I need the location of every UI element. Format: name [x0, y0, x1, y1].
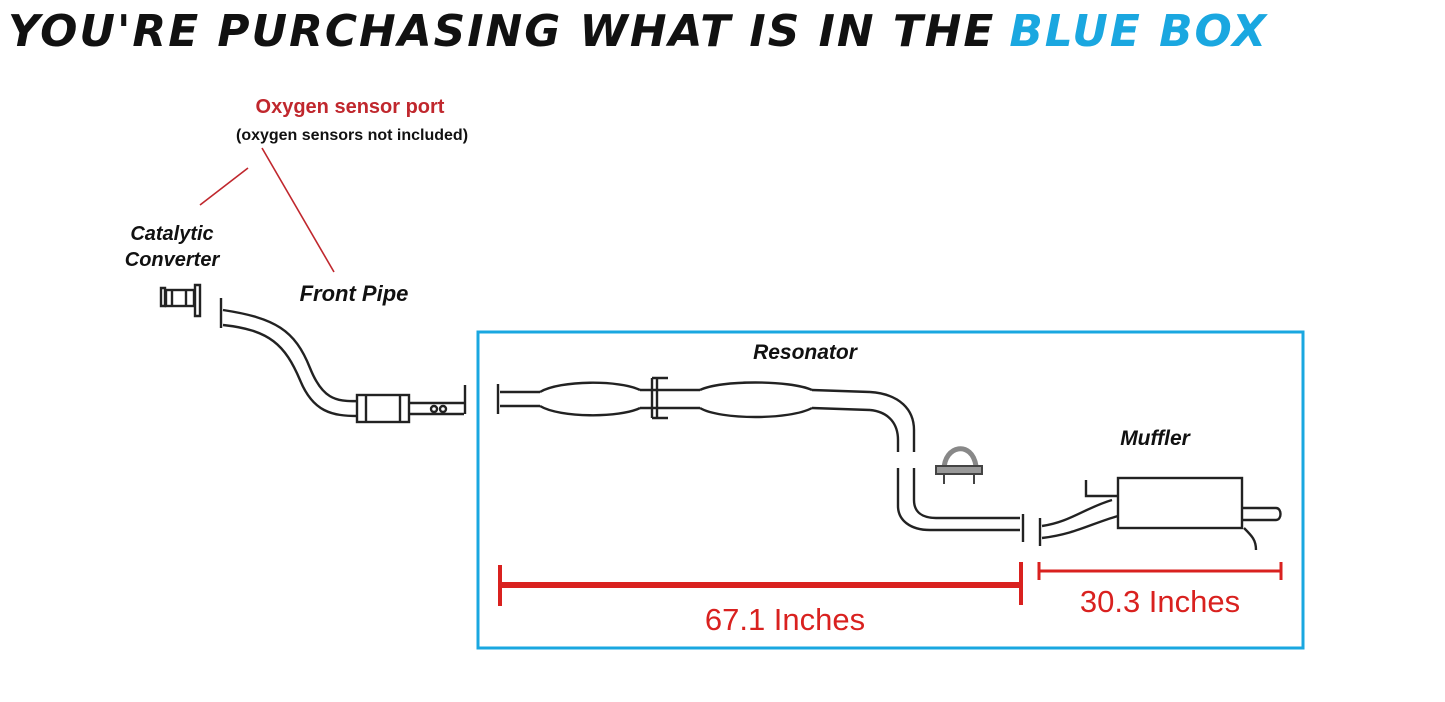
clamp-part — [935, 446, 983, 484]
callout-lines — [199, 147, 335, 273]
label-catalytic-converter: Catalytic Converter — [102, 221, 242, 273]
oxygen-sensor-note: (oxygen sensors not included) — [235, 127, 469, 144]
dimension-muffler-length: 30.3 Inches — [1079, 584, 1241, 619]
label-catalytic-converter-text: Catalytic Converter — [124, 223, 220, 271]
headline: YOU'RE PURCHASING WHAT IS IN THE BLUE BO… — [0, 0, 1440, 62]
blue-box — [476, 330, 1305, 650]
tail-pipe-part — [896, 468, 1025, 542]
headline-highlight: BLUE BOX — [1009, 5, 1269, 57]
dimension-resonator-length: 67.1 Inches — [704, 602, 866, 637]
front-pipe-part — [219, 298, 467, 424]
muffler-part — [1038, 476, 1282, 551]
oxygen-sensor-title: Oxygen sensor port — [255, 96, 445, 118]
label-front-pipe: Front Pipe — [298, 281, 410, 307]
label-front-pipe-text: Front Pipe — [299, 281, 409, 306]
catalytic-converter-part — [159, 283, 202, 318]
label-resonator: Resonator — [753, 341, 857, 364]
resonator-part — [496, 376, 916, 452]
dimension-lines — [498, 562, 1283, 606]
label-muffler: Muffler — [1120, 427, 1190, 450]
headline-text: YOU'RE PURCHASING WHAT IS IN THE — [7, 5, 996, 57]
